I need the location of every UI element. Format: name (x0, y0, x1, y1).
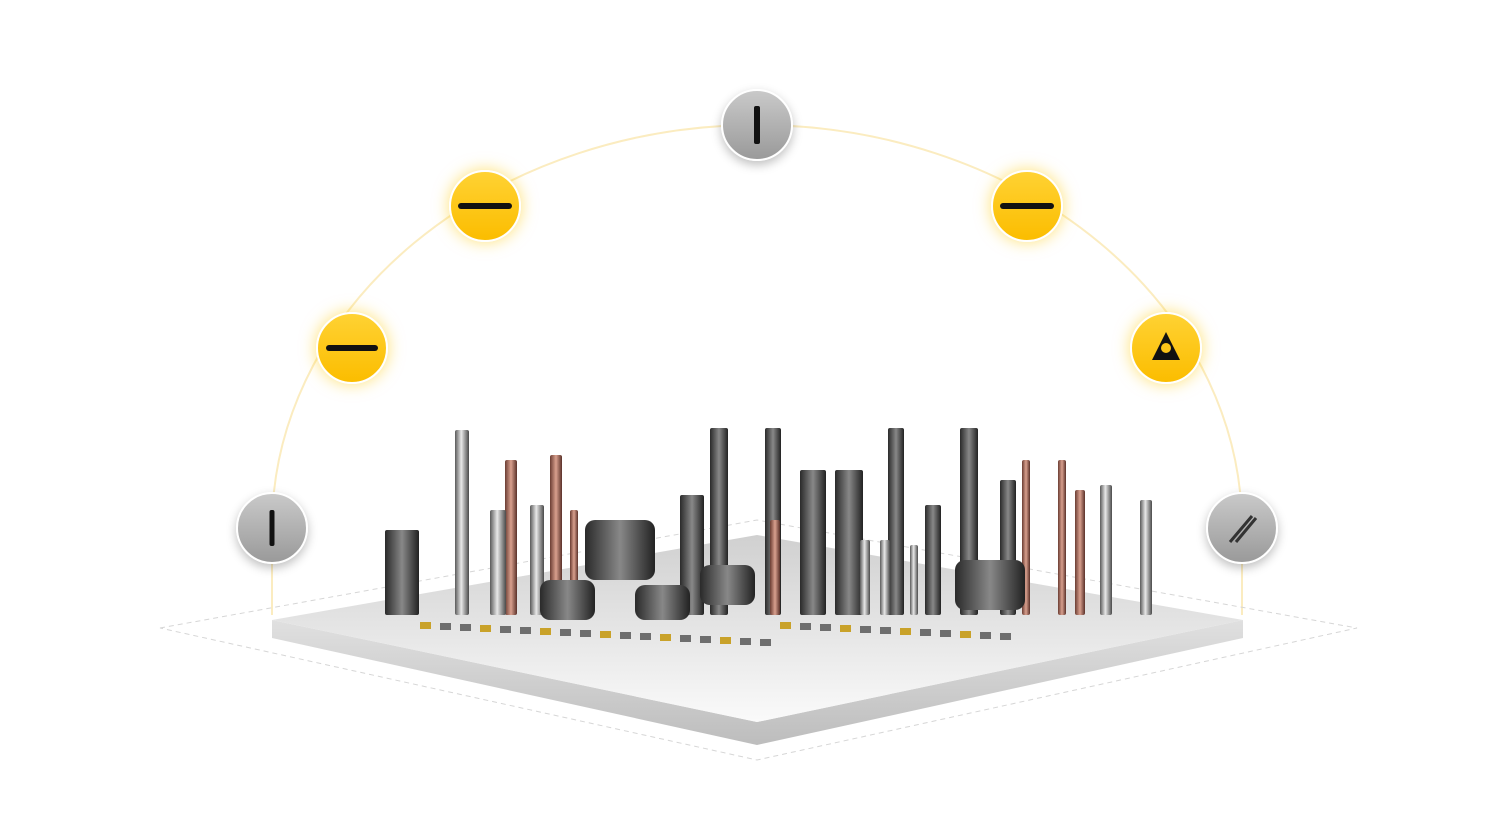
category-node-threading-insert[interactable] (1130, 312, 1202, 384)
threading-insert-icon (1152, 332, 1180, 360)
cutting-tool (860, 540, 870, 615)
milling-cutter-head (955, 560, 1025, 610)
milling-cutter-head (635, 585, 690, 620)
drill-icon (326, 345, 378, 351)
cutting-tool (490, 510, 506, 615)
insert (720, 637, 731, 644)
cutting-tool (1075, 490, 1085, 615)
reamer-icon (458, 203, 512, 209)
insert (940, 630, 951, 637)
insert (600, 631, 611, 638)
cutting-tool (385, 530, 419, 615)
insert (560, 629, 571, 636)
insert (780, 622, 791, 629)
category-node-grooving-tool[interactable] (1206, 492, 1278, 564)
cutting-tool (888, 428, 904, 615)
insert (460, 624, 471, 631)
insert (980, 632, 991, 639)
insert (800, 623, 811, 630)
insert (580, 630, 591, 637)
tap-icon (1000, 203, 1054, 209)
cutting-tool (1058, 460, 1066, 615)
boring-bar-icon (269, 510, 275, 546)
cutting-tool (505, 460, 517, 615)
platform-outline (159, 519, 1358, 761)
insert (1000, 633, 1011, 640)
insert (840, 625, 851, 632)
insert (740, 638, 751, 645)
insert (660, 634, 671, 641)
cutting-tool (880, 540, 890, 615)
insert (420, 622, 431, 629)
cutting-tool (1100, 485, 1112, 615)
cutting-tool (800, 470, 826, 615)
insert (900, 628, 911, 635)
milling-cutter-head (700, 565, 755, 605)
insert (640, 633, 651, 640)
insert (880, 627, 891, 634)
insert (960, 631, 971, 638)
cutting-tool (1140, 500, 1152, 615)
insert (540, 628, 551, 635)
insert (440, 623, 451, 630)
insert (820, 624, 831, 631)
cutting-tool (910, 545, 918, 615)
insert (620, 632, 631, 639)
insert (680, 635, 691, 642)
category-node-drill[interactable] (316, 312, 388, 384)
cutting-tool (770, 520, 780, 615)
insert (860, 626, 871, 633)
tool-assortment (385, 428, 1152, 646)
milling-cutter-head (540, 580, 595, 620)
insert (480, 625, 491, 632)
category-node-end-mill[interactable] (721, 89, 793, 161)
cutting-tool (835, 470, 863, 615)
category-node-reamer[interactable] (449, 170, 521, 242)
insert (760, 639, 771, 646)
insert (500, 626, 511, 633)
category-node-boring-bar[interactable] (236, 492, 308, 564)
insert (520, 627, 531, 634)
cutting-tool (925, 505, 941, 615)
cutting-tool (455, 430, 469, 615)
category-node-tap[interactable] (991, 170, 1063, 242)
milling-cutter-head (585, 520, 655, 580)
insert (700, 636, 711, 643)
insert (920, 629, 931, 636)
end-mill-icon (754, 106, 760, 144)
cutting-tool (550, 455, 562, 615)
cutting-tool (680, 495, 704, 615)
grooving-tool-icon (1228, 515, 1258, 543)
